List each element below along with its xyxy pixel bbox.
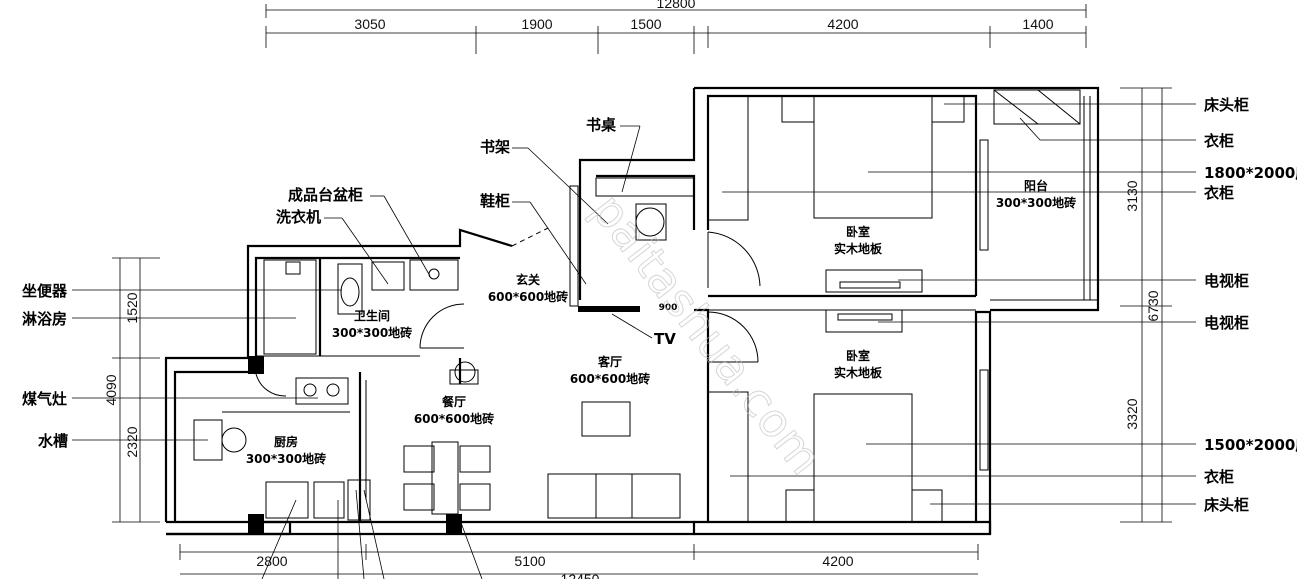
washer-shape [371, 261, 405, 291]
left-dim-2: 2320 [124, 426, 140, 457]
top-dim-2: 1900 [521, 16, 552, 32]
right-dim-2: 3320 [1124, 398, 1140, 429]
bathroom-floor: 300*300地砖 [332, 325, 412, 340]
shower-label: 淋浴房 [22, 310, 67, 328]
kitchen-name: 厨房 [274, 434, 298, 449]
sofa [547, 473, 681, 519]
foyer-name: 玄关 [516, 272, 540, 287]
bed-1500 [813, 393, 913, 523]
tv-label: TV [654, 330, 676, 348]
room-labels: 卫生间 300*300地砖 玄关 600*600地砖 客厅 600*600地砖 … [246, 178, 1076, 466]
bottom-dim-2: 5100 [514, 553, 545, 569]
left-total-dim: 4090 [103, 374, 119, 405]
nightstand-1-label: 床头柜 [1204, 96, 1249, 114]
dining-table [431, 441, 459, 515]
furniture [193, 89, 1081, 523]
balcony-floor: 300*300地砖 [996, 195, 1076, 210]
top-dim-4: 4200 [827, 16, 858, 32]
gas-stove-label: 煤气灶 [22, 390, 67, 408]
shower-stall [263, 259, 317, 355]
tv-width-dim: 900 [659, 303, 678, 313]
dining-name: 餐厅 [442, 394, 466, 409]
living-floor: 600*600地砖 [570, 371, 650, 386]
columns [248, 306, 640, 534]
bottom-dim-1: 2800 [256, 553, 287, 569]
bookshelf-shape [569, 185, 579, 307]
bathroom-name: 卫生间 [354, 308, 390, 323]
tv-cabinet-2-label: 电视柜 [1204, 314, 1249, 332]
toilet-label: 坐便器 [22, 282, 68, 300]
left-dim-1: 1520 [124, 292, 140, 323]
top-dim-5: 1400 [1022, 16, 1053, 32]
shoe-cabinet-label: 鞋柜 [480, 192, 510, 210]
vanity-shape [409, 259, 459, 291]
balcony-name: 阳台 [1024, 178, 1048, 193]
bedroom1-floor: 实木地板 [834, 241, 883, 256]
bookshelf-label: 书架 [480, 138, 510, 156]
right-total-dim: 6730 [1145, 290, 1161, 321]
balcony-wardrobe [993, 89, 1081, 125]
coffee-table [581, 401, 631, 437]
dining-floor: 600*600地砖 [414, 411, 494, 426]
left-callouts: 坐便器 淋浴房 煤气灶 水槽 [22, 282, 342, 450]
wardrobe-2-label: 衣柜 [1204, 184, 1234, 202]
living-name: 客厅 [597, 354, 622, 369]
bedroom2-name: 卧室 [846, 348, 870, 363]
top-callouts: 成品台盆柜 洗衣机 书架 鞋柜 书桌 TV [276, 116, 676, 348]
top-dim-3: 1500 [630, 16, 661, 32]
washer-label: 洗衣机 [276, 208, 321, 226]
top-total-dim: 12800 [657, 0, 696, 11]
bottom-dimensions: 2800 5100 4200 12450 [179, 544, 979, 579]
gas-stove-shape [295, 377, 349, 405]
nightstand-2-label: 床头柜 [1204, 496, 1249, 514]
bed-1800-label: 1800*2000床 [1204, 164, 1297, 182]
desk-label: 书桌 [586, 116, 617, 134]
bed-1500-label: 1500*2000床 [1204, 436, 1297, 454]
bedroom2-floor: 实木地板 [834, 365, 883, 380]
bottom-total-dim: 12450 [561, 571, 600, 579]
right-dimensions: 3130 6730 3320 [1120, 87, 1172, 523]
kitchen-floor: 300*300地砖 [246, 451, 326, 466]
toilet-shape [337, 263, 363, 315]
bottom-dim-3: 4200 [822, 553, 853, 569]
left-dimensions: 4090 1520 2320 [103, 257, 160, 523]
vanity-label: 成品台盆柜 [288, 186, 363, 204]
bedroom1-name: 卧室 [846, 224, 870, 239]
bottom-leaders [261, 489, 483, 579]
bed-1800 [813, 95, 933, 219]
foyer-floor: 600*600地砖 [488, 289, 568, 304]
sink-label: 水槽 [38, 432, 68, 450]
top-dimensions: 12800 3050 1900 1500 4200 1400 [265, 0, 1087, 54]
right-callouts: 床头柜 衣柜 1800*2000床 衣柜 电视柜 电视柜 1500*2000床 … [722, 96, 1297, 514]
right-dim-1: 3130 [1124, 180, 1140, 211]
tv-cabinet-1-label: 电视柜 [1204, 272, 1249, 290]
top-dim-1: 3050 [354, 16, 385, 32]
wardrobe-1-label: 衣柜 [1204, 132, 1234, 150]
doors [255, 231, 761, 397]
wardrobe-3-label: 衣柜 [1204, 468, 1234, 486]
